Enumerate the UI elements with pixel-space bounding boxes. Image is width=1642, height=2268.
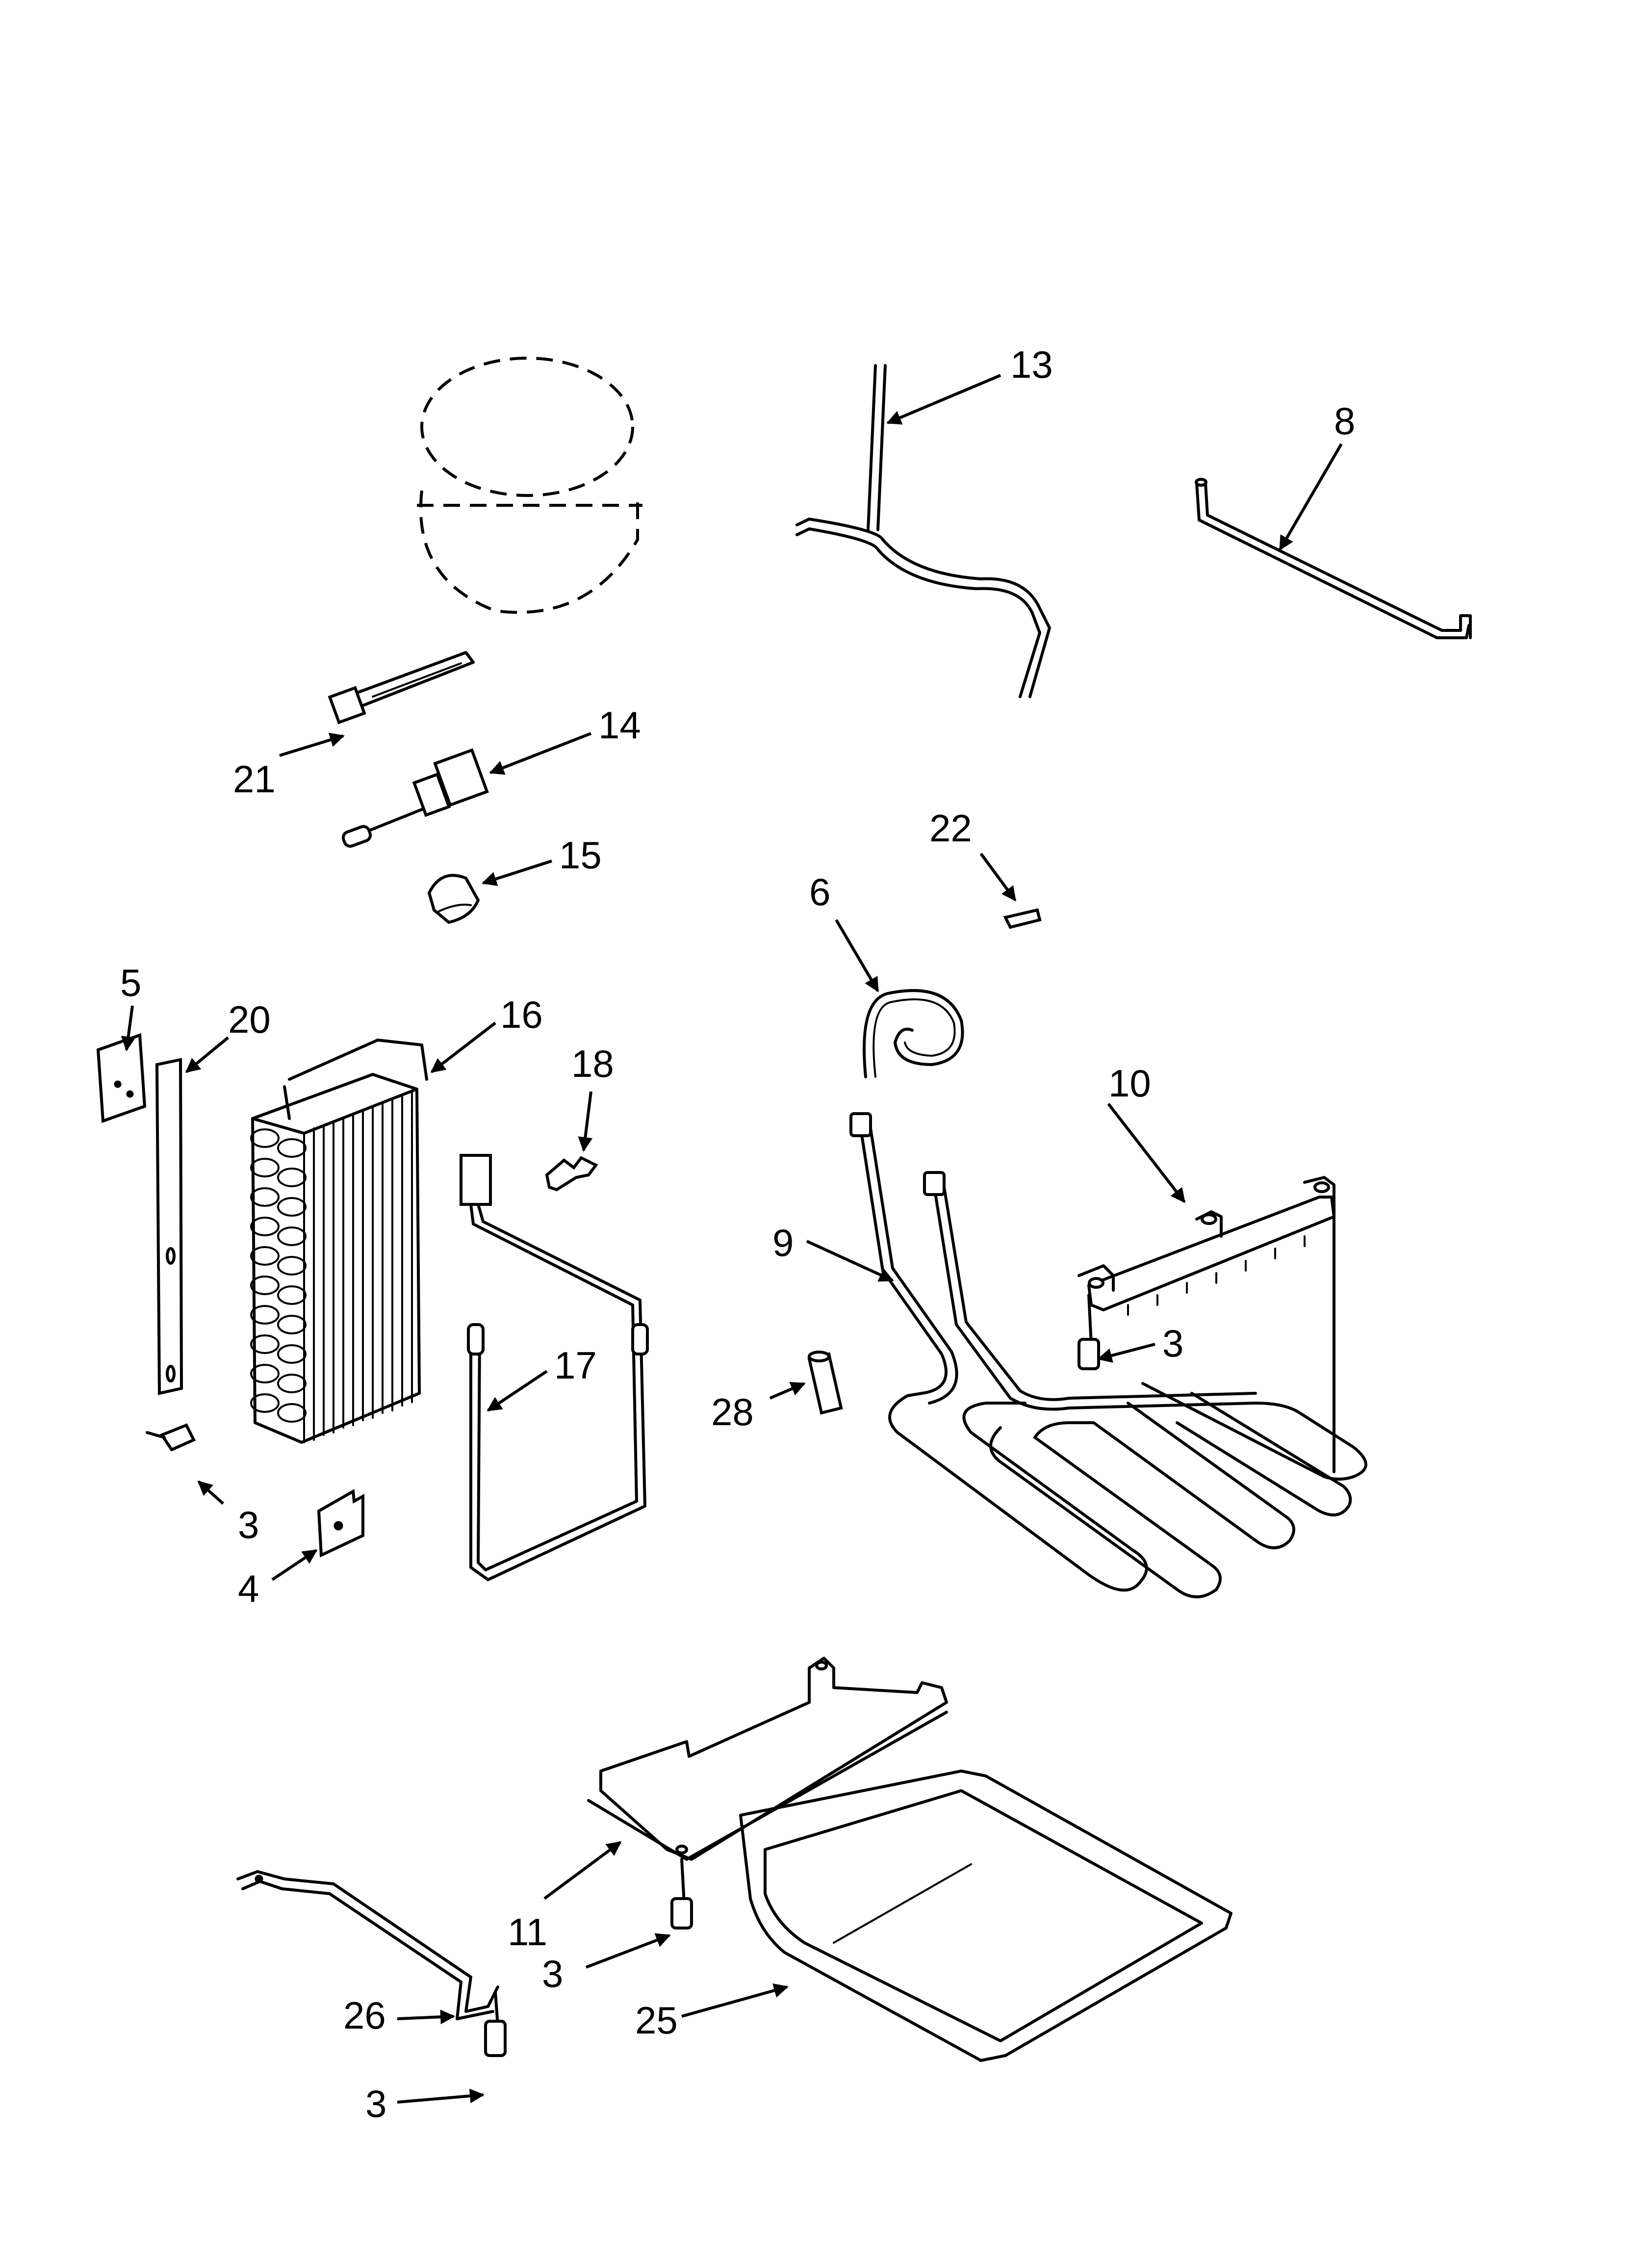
part-14-thermistor[interactable] xyxy=(341,748,489,848)
screw-icon[interactable] xyxy=(484,1990,507,2057)
callout-11[interactable]: 11 xyxy=(508,1910,547,1954)
part-25-pan[interactable] xyxy=(739,1770,1232,2062)
callout-8[interactable]: 8 xyxy=(1334,399,1355,443)
callout-20[interactable]: 20 xyxy=(228,998,271,1041)
compressor-outline xyxy=(417,357,642,614)
part-15-clip[interactable] xyxy=(427,874,480,924)
part-21-cable-tie[interactable] xyxy=(328,651,475,725)
callout-3[interactable]: 3 xyxy=(365,2082,386,2125)
part-17-heater[interactable] xyxy=(460,1154,649,1581)
part-4-bracket[interactable] xyxy=(317,1489,364,1558)
part-26-rod[interactable] xyxy=(236,1870,499,2020)
callout-4[interactable]: 4 xyxy=(238,1567,259,1610)
part-20-strip[interactable] xyxy=(155,1058,183,1395)
callout-9[interactable]: 9 xyxy=(772,1221,794,1264)
callout-13[interactable]: 13 xyxy=(1010,343,1053,386)
callout-21[interactable]: 21 xyxy=(233,757,276,801)
callout-5[interactable]: 5 xyxy=(120,961,141,1004)
callout-15[interactable]: 15 xyxy=(559,834,602,877)
screw-icon[interactable] xyxy=(1078,1294,1100,1370)
callout-14[interactable]: 14 xyxy=(598,704,641,747)
callout-leaders xyxy=(121,374,1343,2104)
callout-3[interactable]: 3 xyxy=(238,1503,259,1546)
callout-3[interactable]: 3 xyxy=(542,1952,563,1995)
part-9-tube[interactable] xyxy=(849,1112,1367,1598)
callout-26[interactable]: 26 xyxy=(343,1994,386,2037)
callout-22[interactable]: 22 xyxy=(929,807,972,850)
callout-labels: 13 8 21 14 15 22 6 5 20 16 18 10 9 3 17 … xyxy=(120,343,1355,2125)
screw-icon[interactable] xyxy=(146,1423,196,1452)
part-18-clip[interactable] xyxy=(545,1156,598,1192)
callout-10[interactable]: 10 xyxy=(1108,1062,1151,1105)
part-10-bracket[interactable] xyxy=(1078,1176,1335,1316)
callout-16[interactable]: 16 xyxy=(500,993,543,1036)
screw-icon[interactable] xyxy=(670,1858,693,1929)
part-6-wire[interactable] xyxy=(863,989,964,1078)
callout-18[interactable]: 18 xyxy=(571,1042,614,1085)
callout-25[interactable]: 25 xyxy=(635,1999,678,2042)
callout-3[interactable]: 3 xyxy=(1162,1322,1183,1365)
callout-28[interactable]: 28 xyxy=(711,1390,754,1434)
part-5-label[interactable] xyxy=(96,1033,147,1123)
part-11-trough[interactable] xyxy=(587,1657,948,1861)
callout-6[interactable]: 6 xyxy=(809,870,830,913)
callout-17[interactable]: 17 xyxy=(554,1344,597,1387)
part-28-tube[interactable] xyxy=(807,1351,843,1415)
part-16-evaporator[interactable] xyxy=(250,1039,428,1444)
part-8-tube[interactable] xyxy=(1195,478,1472,639)
part-22-clip[interactable] xyxy=(1003,908,1042,929)
part-13-tube[interactable] xyxy=(795,364,1051,698)
